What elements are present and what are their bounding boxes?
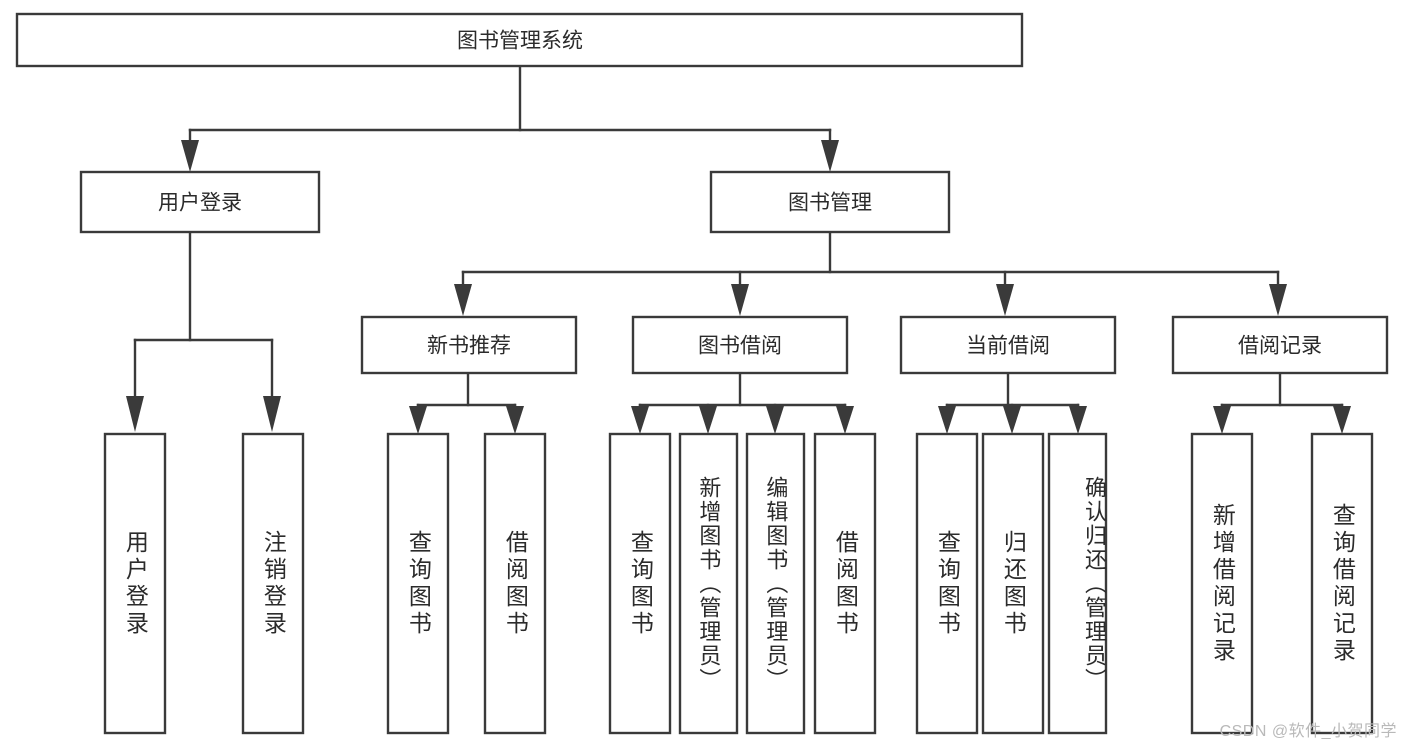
arrow-head-leaf-add-book xyxy=(699,406,717,434)
node-book-manage[interactable]: 图书管理 xyxy=(709,170,951,234)
arrow-head-bookmanage xyxy=(821,140,839,172)
node-leaf-logout[interactable]: 注销登录 xyxy=(241,432,305,735)
node-user-login-box[interactable] xyxy=(79,170,321,234)
node-current-borrow[interactable]: 当前借阅 xyxy=(899,315,1117,375)
arrow-head-leaf-query-record xyxy=(1333,406,1351,434)
node-leaf-logout-box[interactable] xyxy=(241,432,305,735)
node-borrow-record[interactable]: 借阅记录 xyxy=(1171,315,1389,375)
node-leaf-confirm-return-label: 确认归还（管理员） xyxy=(1082,475,1106,692)
node-leaf-logout-label: 注销登录 xyxy=(260,529,287,638)
node-leaf-query-book-3-label: 查询图书 xyxy=(934,529,961,638)
node-leaf-confirm-return-box[interactable] xyxy=(1047,432,1108,735)
node-borrow-record-box[interactable] xyxy=(1171,315,1389,375)
arrow-head-userlogin xyxy=(181,140,199,172)
node-leaf-user-login-label: 用户登录 xyxy=(122,529,149,638)
connector-group-bookborrow xyxy=(631,371,854,434)
arrow-head-leaf-edit-book xyxy=(766,406,784,434)
node-leaf-add-record-box[interactable] xyxy=(1190,432,1254,735)
node-borrow-record-label: 借阅记录 xyxy=(1238,335,1322,358)
node-leaf-borrow-book-1-box[interactable] xyxy=(483,432,547,735)
node-root[interactable]: 图书管理系统 xyxy=(15,12,1024,68)
node-leaf-borrow-book-1[interactable]: 借阅图书 xyxy=(483,432,547,735)
node-new-book-rec-label: 新书推荐 xyxy=(427,335,511,358)
node-leaf-query-book-2-box[interactable] xyxy=(608,432,672,735)
node-leaf-return-book-box[interactable] xyxy=(981,432,1045,735)
node-leaf-user-login[interactable]: 用户登录 xyxy=(103,432,167,735)
arrow-head-leaf-add-record xyxy=(1213,406,1231,434)
node-root-box[interactable] xyxy=(15,12,1024,68)
node-book-manage-label: 图书管理 xyxy=(788,192,872,215)
node-new-book-rec-box[interactable] xyxy=(360,315,578,375)
node-user-login-label: 用户登录 xyxy=(158,192,242,215)
node-book-borrow[interactable]: 图书借阅 xyxy=(631,315,849,375)
arrow-head-new-book-rec xyxy=(454,284,472,316)
node-leaf-add-book-label: 新增图书（管理员） xyxy=(696,475,722,692)
node-leaf-add-record-label: 新增借阅记录 xyxy=(1209,502,1236,665)
node-leaf-query-book-3[interactable]: 查询图书 xyxy=(915,432,979,735)
node-leaf-borrow-book-2-box[interactable] xyxy=(813,432,877,735)
arrow-head-leaf-query-book-3 xyxy=(938,406,956,434)
node-leaf-add-book[interactable]: 新增图书（管理员） xyxy=(678,432,739,735)
node-leaf-query-book-1-box[interactable] xyxy=(386,432,450,735)
connector-group-userlogin xyxy=(126,230,281,432)
node-book-borrow-box[interactable] xyxy=(631,315,849,375)
node-leaf-user-login-box[interactable] xyxy=(103,432,167,735)
node-leaf-borrow-book-1-label: 借阅图书 xyxy=(502,529,529,638)
node-new-book-rec[interactable]: 新书推荐 xyxy=(360,315,578,375)
connector-group-newbookrec xyxy=(409,371,524,434)
node-leaf-add-book-box[interactable] xyxy=(678,432,739,735)
node-book-borrow-label: 图书借阅 xyxy=(698,335,782,358)
arrow-head-leaf-query-book-1 xyxy=(409,406,427,434)
connector-group-root xyxy=(181,64,839,172)
node-leaf-query-book-3-box[interactable] xyxy=(915,432,979,735)
node-current-borrow-box[interactable] xyxy=(899,315,1117,375)
node-leaf-query-record-box[interactable] xyxy=(1310,432,1374,735)
node-user-login[interactable]: 用户登录 xyxy=(79,170,321,234)
node-leaf-query-book-2[interactable]: 查询图书 xyxy=(608,432,672,735)
arrow-head-borrow-record xyxy=(1269,284,1287,316)
node-root-label: 图书管理系统 xyxy=(457,30,583,53)
connector-group-currentborrow xyxy=(938,371,1087,434)
arrow-head-leaf-query-book-2 xyxy=(631,406,649,434)
arrow-head-leaf-confirm-return xyxy=(1069,406,1087,434)
node-leaf-return-book[interactable]: 归还图书 xyxy=(981,432,1045,735)
node-leaf-borrow-book-2[interactable]: 借阅图书 xyxy=(813,432,877,735)
arrow-head-leaf-user-login xyxy=(126,396,144,432)
node-leaf-return-book-label: 归还图书 xyxy=(1000,529,1027,638)
node-leaf-add-record[interactable]: 新增借阅记录 xyxy=(1190,432,1254,735)
node-leaf-query-book-1[interactable]: 查询图书 xyxy=(386,432,450,735)
node-leaf-query-record[interactable]: 查询借阅记录 xyxy=(1310,432,1374,735)
node-leaf-query-book-2-label: 查询图书 xyxy=(627,529,654,638)
node-leaf-query-book-1-label: 查询图书 xyxy=(405,529,432,638)
arrow-head-leaf-borrow-book-2 xyxy=(836,406,854,434)
node-leaf-borrow-book-2-label: 借阅图书 xyxy=(832,529,859,638)
node-leaf-edit-book[interactable]: 编辑图书（管理员） xyxy=(745,432,806,735)
arrow-head-book-borrow xyxy=(731,284,749,316)
connector-group-bookmanage xyxy=(454,230,1287,316)
node-leaf-confirm-return[interactable]: 确认归还（管理员） xyxy=(1047,432,1108,735)
node-current-borrow-label: 当前借阅 xyxy=(966,335,1050,358)
node-book-manage-box[interactable] xyxy=(709,170,951,234)
csdn-watermark: CSDN @软件_小贺同学 xyxy=(1219,723,1397,740)
arrow-head-current-borrow xyxy=(996,284,1014,316)
arrow-head-leaf-logout xyxy=(263,396,281,432)
node-leaf-edit-book-box[interactable] xyxy=(745,432,806,735)
connector-group-borrowrecord xyxy=(1213,371,1351,434)
arrow-head-leaf-return-book xyxy=(1003,406,1021,434)
node-leaf-edit-book-label: 编辑图书（管理员） xyxy=(763,475,789,692)
node-leaf-query-record-label: 查询借阅记录 xyxy=(1329,502,1356,665)
arrow-head-leaf-borrow-book-1 xyxy=(506,406,524,434)
